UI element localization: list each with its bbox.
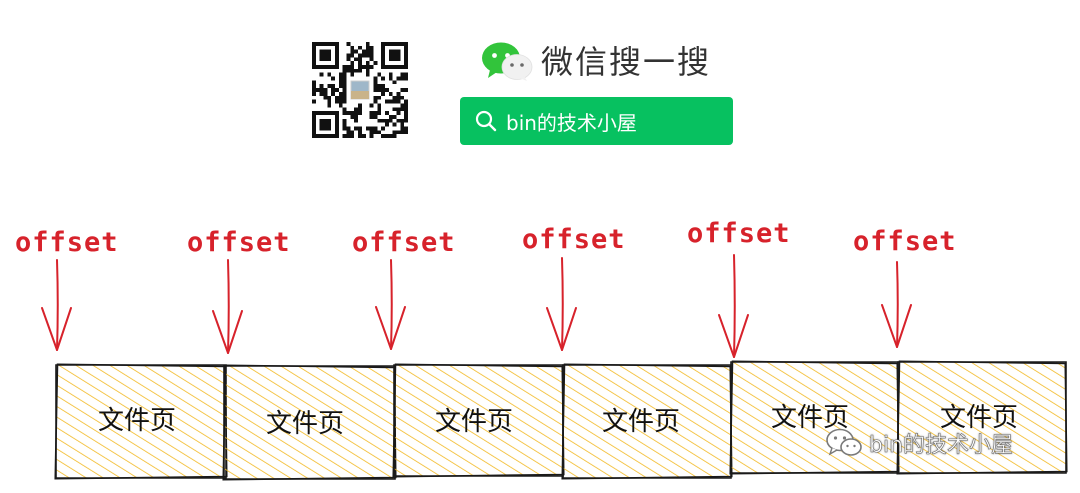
offset-arrow-3 [375,259,406,350]
page-label-4: 文件页 [602,407,681,437]
file-page-block-4 [563,365,731,478]
watermark: bin的技术小屋 [825,427,1013,459]
offset-arrow-5 [718,254,749,358]
file-page-block-1 [56,365,226,478]
offset-label-2: offset [187,227,291,258]
offset-label-3: offset [352,227,456,258]
offset-label-6: offset [853,226,957,257]
offset-label-5: offset [687,218,791,249]
wechat-search-box[interactable]: bin的技术小屋 [460,97,733,145]
offset-arrow-1 [41,259,72,351]
search-icon [475,110,497,132]
file-page-block-5 [731,362,898,473]
file-page-block-6 [898,362,1066,473]
qr-code-image [312,42,408,138]
page-label-6: 文件页 [940,403,1019,433]
wechat-logo-icon [482,42,533,81]
offset-label-1: offset [15,227,119,258]
wechat-watermark-icon [826,428,862,456]
offset-label-4: offset [522,224,626,255]
offset-arrow-2 [212,259,243,354]
wechat-search-title: 微信搜一搜 [541,43,712,81]
file-page-block-3 [394,365,563,476]
file-page-block-2 [224,366,395,479]
file-page-border-4 [561,363,733,480]
watermark-text: bin的技术小屋 [869,433,1014,459]
page-label-1: 文件页 [98,406,177,436]
offset-arrow-4 [546,257,577,351]
search-query-text: bin的技术小屋 [506,110,637,135]
offset-arrow-6 [881,261,912,348]
page-label-2: 文件页 [266,409,345,439]
file-page-border-6 [896,360,1068,475]
page-label-3: 文件页 [435,407,514,437]
page-label-5: 文件页 [771,403,850,433]
